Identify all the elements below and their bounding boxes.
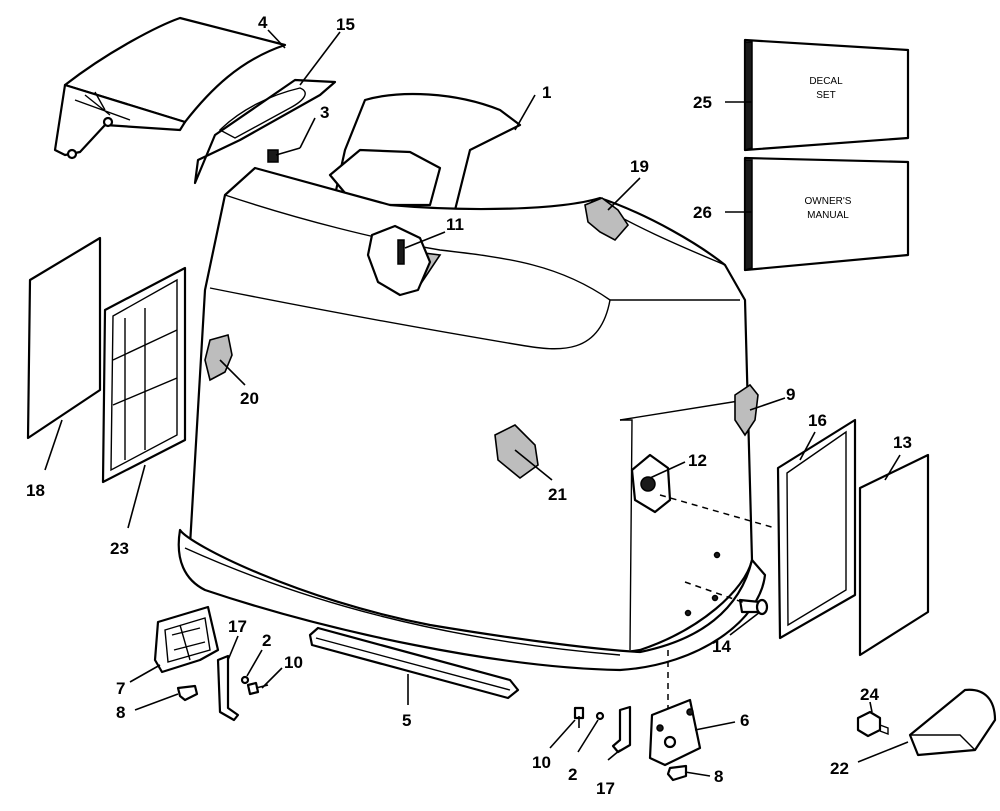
callout-25: 25 — [693, 93, 712, 112]
owners-manual-box: OWNER'S MANUAL — [743, 156, 910, 272]
leader-lines — [44, 29, 909, 777]
callout-26: 26 — [693, 203, 712, 222]
align-line-12 — [659, 494, 776, 529]
washer-2-right — [595, 711, 605, 721]
vent-trim — [193, 78, 337, 185]
callout-19: 19 — [630, 157, 649, 176]
callout-16: 16 — [808, 411, 827, 430]
fitting — [856, 710, 889, 738]
decal-panel-right — [858, 453, 930, 657]
callout-14: 14 — [712, 637, 731, 656]
callout-6: 6 — [740, 711, 749, 730]
callout-9: 9 — [786, 385, 795, 404]
callout-2-left: 2 — [262, 631, 271, 650]
bolt-11 — [397, 239, 405, 265]
screw-10-right — [573, 706, 585, 728]
callout-12: 12 — [688, 451, 707, 470]
bracket-17-right — [611, 705, 632, 754]
owners-manual-label-2: MANUAL — [807, 210, 849, 221]
grommet-12 — [630, 453, 672, 514]
gasket-9 — [734, 383, 759, 437]
callout-1: 1 — [542, 83, 551, 102]
latch-left — [153, 605, 220, 674]
side-plate-right — [776, 418, 857, 640]
cover-top — [53, 16, 287, 160]
callout-11: 11 — [446, 215, 464, 234]
callout-7: 7 — [116, 679, 125, 698]
callout-18: 18 — [26, 481, 45, 500]
callout-8-right: 8 — [714, 767, 723, 786]
screw-10-left — [246, 681, 269, 696]
callout-17-right: 17 — [596, 779, 615, 798]
callout-24: 24 — [860, 685, 879, 704]
side-plate-left — [101, 266, 187, 484]
owners-manual-label-1: OWNER'S — [805, 196, 852, 207]
gasket-20 — [204, 333, 233, 382]
washer-2-left — [240, 675, 250, 685]
motor-cover — [177, 92, 767, 672]
callout-2-right: 2 — [568, 765, 577, 784]
callout-13: 13 — [893, 433, 912, 452]
callout-17-left: 17 — [228, 617, 247, 636]
decal-panel-left — [26, 236, 102, 440]
gasket-19 — [584, 197, 630, 242]
bracket-17-left — [216, 654, 240, 722]
seal-strip — [308, 626, 520, 700]
bumper — [908, 688, 997, 757]
callout-10-left: 10 — [284, 653, 303, 672]
screw — [267, 147, 301, 163]
callout-4: 4 — [258, 13, 268, 32]
callout-15: 15 — [336, 15, 355, 34]
decal-set-box: DECAL SET — [743, 38, 910, 152]
callout-21: 21 — [548, 485, 567, 504]
callout-23: 23 — [110, 539, 129, 558]
decal-set-label-1: DECAL — [809, 76, 843, 87]
callout-3: 3 — [320, 103, 329, 122]
callout-8-left: 8 — [116, 703, 125, 722]
latch-right — [648, 698, 702, 767]
callout-10-right: 10 — [532, 753, 551, 772]
callout-22: 22 — [830, 759, 849, 778]
plug-8-left — [176, 684, 199, 702]
callout-5: 5 — [402, 711, 411, 730]
bolt-14 — [738, 598, 769, 616]
plug-8-right — [666, 764, 688, 782]
callouts: 1 4 15 3 19 11 25 26 20 21 9 12 16 13 14… — [26, 13, 912, 798]
callout-20: 20 — [240, 389, 259, 408]
decal-set-label-2: SET — [816, 90, 835, 101]
